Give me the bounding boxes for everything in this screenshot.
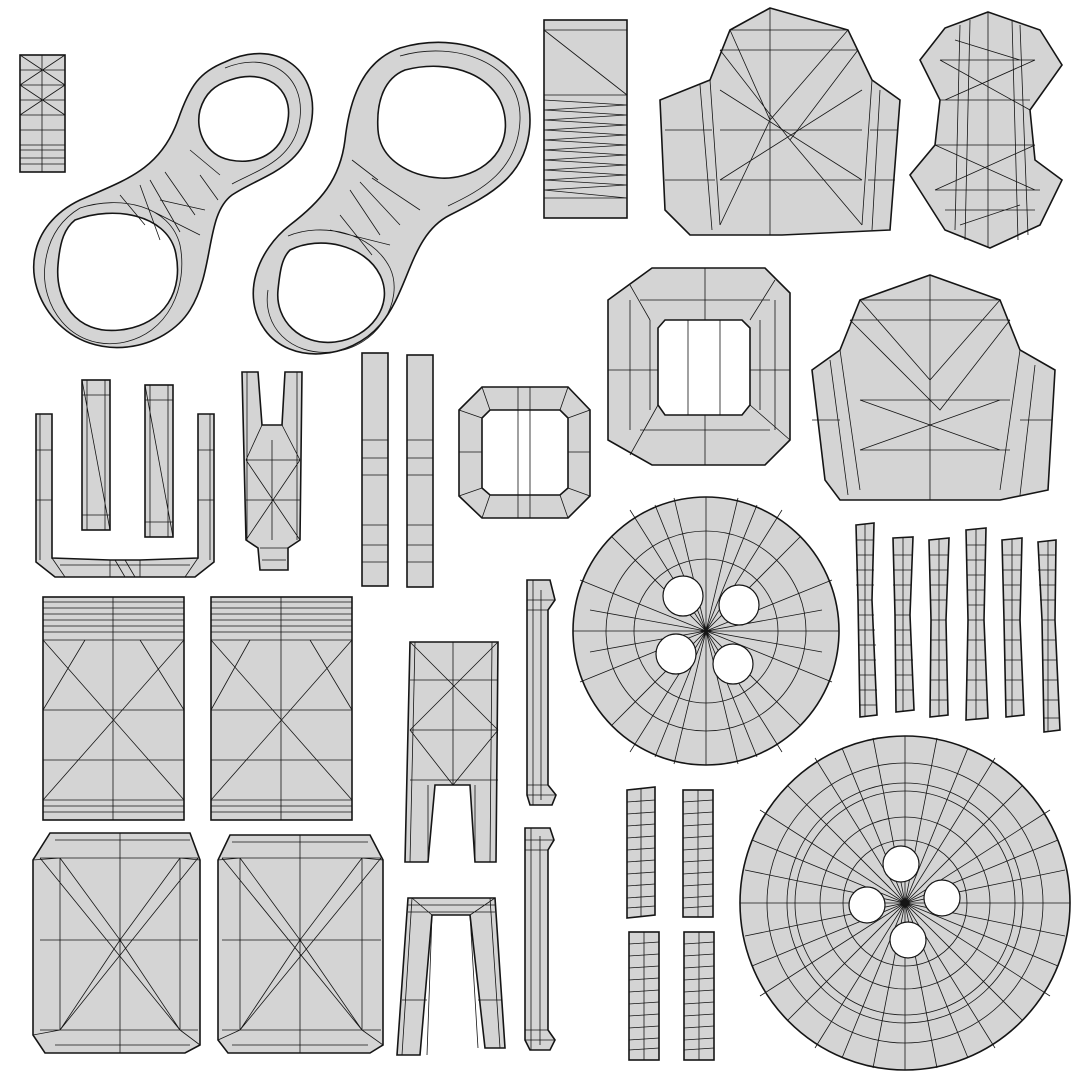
uv-island-zigzag-panel xyxy=(543,19,628,219)
uv-island-button-disc-upper xyxy=(572,496,840,766)
uv-island-vest xyxy=(909,11,1064,249)
uv-island-octagon-frame-small xyxy=(458,386,591,519)
uv-island-bracket-upper xyxy=(526,579,557,806)
uv-island-jacket-front xyxy=(659,7,901,236)
uv-island-wavy-strip-5 xyxy=(1001,537,1025,718)
uv-island-figure-eight-left xyxy=(32,52,314,349)
uv-island-u-frame xyxy=(35,413,215,578)
uv-island-figure-eight-right xyxy=(252,41,531,355)
uv-island-strip-1 xyxy=(361,352,389,587)
uv-island-box-right xyxy=(217,834,384,1054)
uv-island-bar-1 xyxy=(81,379,111,531)
uv-island-bracket-lower xyxy=(524,827,556,1051)
uv-island-trouser-upper xyxy=(404,641,499,863)
uv-island-trouser-lower xyxy=(396,897,506,1056)
uv-island-hatched-strip-2 xyxy=(682,789,714,918)
uv-island-wavy-strip-3 xyxy=(928,537,950,718)
uv-island-jacket-back xyxy=(811,274,1056,501)
uv-island-wavy-strip-4 xyxy=(965,527,989,721)
uv-island-small-strip xyxy=(19,54,66,173)
uv-island-hatched-strip-1 xyxy=(626,786,656,919)
uv-island-box-left xyxy=(32,832,201,1054)
uv-island-hatched-strip-4 xyxy=(683,931,715,1061)
uv-island-fork xyxy=(241,371,303,571)
uv-island-panel-right xyxy=(210,596,353,821)
uv-island-strip-2 xyxy=(406,354,434,588)
uv-island-button-disc-lower xyxy=(739,735,1071,1071)
uv-island-bar-2 xyxy=(144,384,174,538)
uv-island-wavy-strip-2 xyxy=(892,536,915,713)
uv-island-wavy-strip-1 xyxy=(855,522,878,718)
uv-island-panel-left xyxy=(42,596,185,821)
uv-island-octagon-frame-large xyxy=(607,267,791,466)
uv-island-wavy-strip-6 xyxy=(1037,539,1061,733)
uv-island-hatched-strip-3 xyxy=(628,931,660,1061)
